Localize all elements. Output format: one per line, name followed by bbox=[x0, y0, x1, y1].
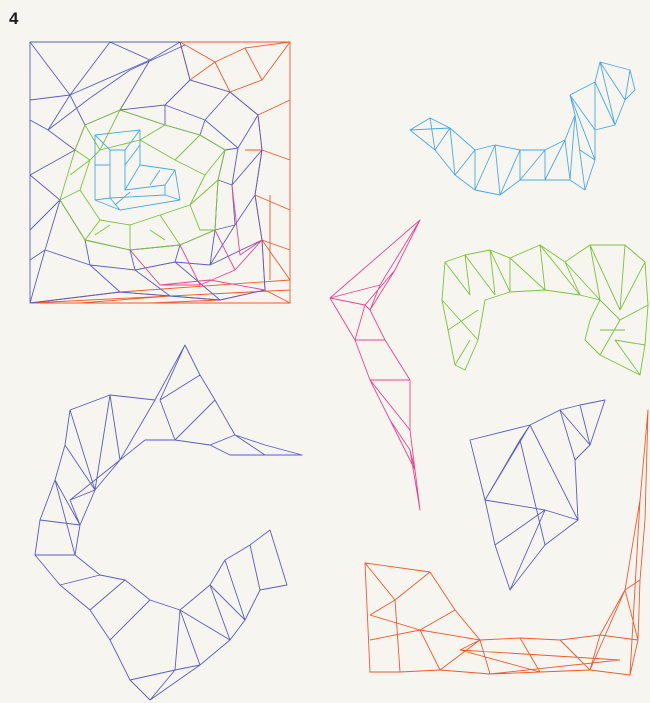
blue-main-layer bbox=[30, 42, 265, 303]
composite-square bbox=[30, 42, 290, 303]
cyan-core-layer bbox=[95, 130, 180, 210]
cyan-snake-shape bbox=[410, 62, 635, 195]
green-layer bbox=[60, 110, 225, 250]
pink-boomerang-shape bbox=[330, 220, 420, 510]
blue-kite-shape bbox=[470, 400, 605, 590]
orange-l-shape bbox=[365, 410, 648, 675]
green-bridge-shape bbox=[442, 245, 648, 375]
blue-c-shape bbox=[35, 345, 302, 700]
orange-outer-layer bbox=[30, 42, 290, 303]
